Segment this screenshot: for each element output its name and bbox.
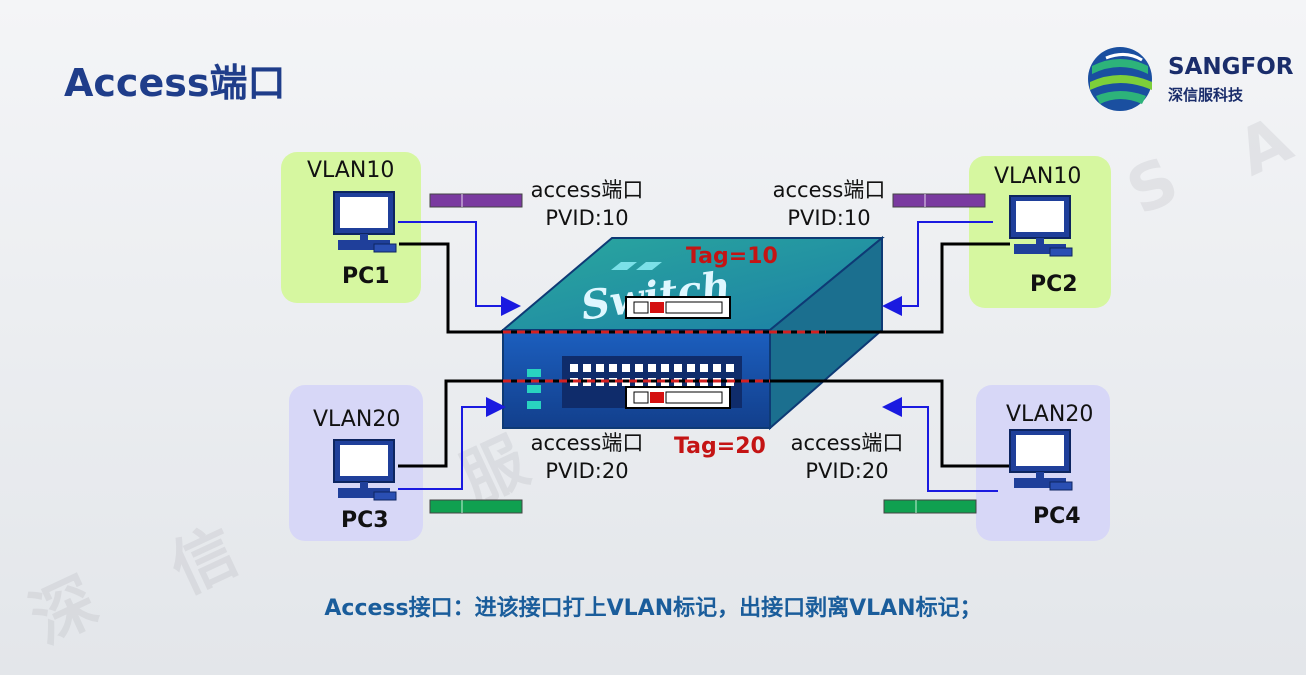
page-title: Access端口 [64, 61, 286, 105]
port3-type: access端口 [530, 431, 644, 455]
port1-pvid: PVID:10 [545, 206, 629, 230]
vlan10-frame-left [429, 193, 523, 208]
tag-label-vlan10: Tag=10 [686, 244, 778, 269]
vlan20-frame-left [429, 499, 523, 514]
port1-label: access端口 PVID:10 [522, 176, 652, 232]
tagged-frame-top [625, 296, 731, 319]
caption: Access接口：进该接口打上VLAN标记，出接口剥离VLAN标记； [324, 596, 982, 621]
port4-pvid: PVID:20 [805, 459, 889, 483]
pc2-ingress-arrow [882, 221, 993, 316]
tag-label-vlan20: Tag=20 [674, 434, 766, 459]
pc1-ingress-arrow [398, 221, 521, 316]
sangfor-logo: SANGFOR 深信服科技 [1086, 44, 1296, 114]
pc2-vlan-label: VLAN10 [994, 164, 1082, 189]
port2-pvid: PVID:10 [787, 206, 871, 230]
pc2-computer-icon [1009, 195, 1073, 257]
port4-label: access端口 PVID:20 [782, 429, 912, 485]
port2-label: access端口 PVID:10 [764, 176, 894, 232]
logo-name: SANGFOR [1168, 54, 1294, 80]
tagged-frame-bottom [625, 386, 731, 409]
pc3-name: PC3 [341, 508, 389, 533]
port3-pvid: PVID:20 [545, 459, 629, 483]
pc1-name: PC1 [342, 264, 390, 289]
pc1-vlan-label: VLAN10 [307, 158, 395, 183]
sangfor-logo-icon [1088, 47, 1152, 111]
port1-type: access端口 [530, 178, 644, 202]
vlan20-frame-right [883, 499, 977, 514]
pc1-computer-icon [333, 191, 397, 253]
port4-type: access端口 [790, 431, 904, 455]
pc4-vlan-label: VLAN20 [1006, 402, 1094, 427]
pc3-ingress-arrow [398, 397, 506, 490]
vlan10-frame-right [892, 193, 986, 208]
pc4-computer-icon [1009, 429, 1073, 491]
vlan20-link [398, 379, 1013, 468]
pc4-ingress-arrow [882, 397, 998, 492]
vlan10-link [399, 242, 1010, 334]
port3-label: access端口 PVID:20 [522, 429, 652, 485]
port2-type: access端口 [772, 178, 886, 202]
pc3-computer-icon [333, 439, 397, 501]
pc4-name: PC4 [1033, 504, 1081, 529]
pc3-vlan-label: VLAN20 [313, 407, 401, 432]
logo-subtitle: 深信服科技 [1168, 86, 1244, 104]
pc2-name: PC2 [1030, 272, 1078, 297]
